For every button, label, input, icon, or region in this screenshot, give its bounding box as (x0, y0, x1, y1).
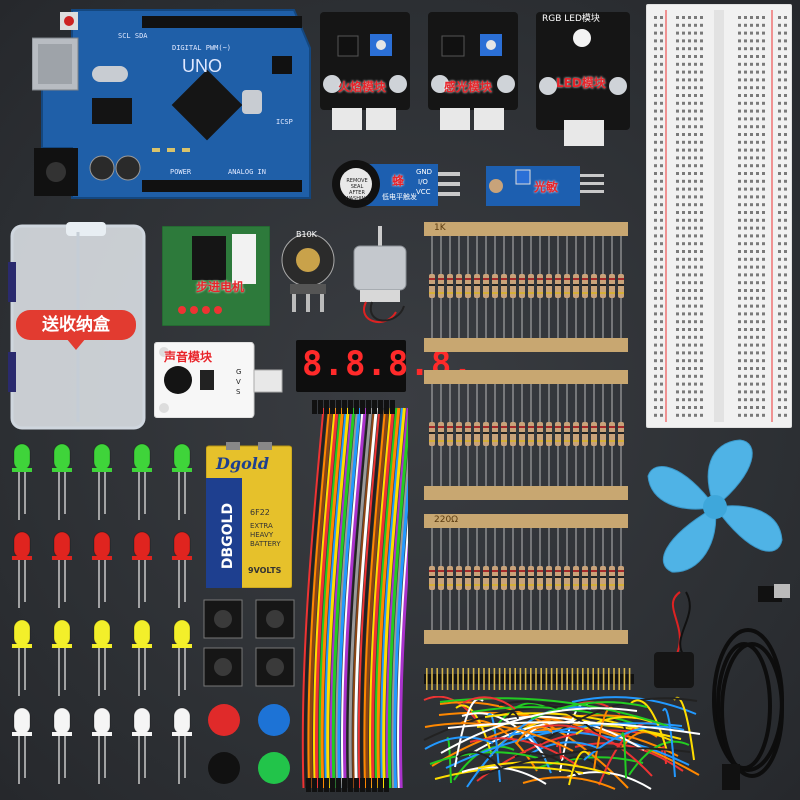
led-red (170, 528, 194, 612)
sound-pin-v: V (236, 378, 241, 386)
led-red (10, 528, 34, 612)
board-name: UNO (182, 56, 222, 76)
led-red (130, 528, 154, 612)
led-yellow (130, 616, 154, 700)
buzzer-pin-gnd: GND (416, 168, 433, 176)
board-silk-digital: DIGITAL PWM(~) (172, 44, 232, 52)
flame-sensor-module: 火焰模块 (320, 12, 410, 130)
arduino-uno-board: DIGITAL PWM(~) UNO POWER ANALOG IN ICSP … (31, 8, 312, 208)
rgb-module-label: LED模块 (556, 76, 606, 90)
buzzer-sticker: REMOVE SEAL AFTER WASHING (344, 178, 370, 202)
flame-module-label: 火焰模块 (338, 80, 387, 94)
buzzer-sub: 低电平触发 (382, 193, 417, 201)
led-green (170, 440, 194, 524)
battery-logo: Dgold (216, 454, 269, 473)
stepper-label: 步进电机 (196, 280, 245, 294)
pin-header-strip (424, 666, 634, 692)
case-label-badge: 送收纳盒 (16, 310, 136, 340)
led-grid (6, 440, 202, 796)
resistor-strip-3: 220Ω (424, 514, 628, 644)
case-label: 送收纳盒 (42, 315, 110, 335)
led-green (10, 440, 34, 524)
seven-segment-display: 8.8.8.8. (296, 340, 473, 392)
storage-case: 送收纳盒 (8, 222, 148, 432)
led-green (90, 440, 114, 524)
dupont-wire-bundle (298, 398, 423, 796)
propeller-fan-icon (640, 432, 790, 582)
buzzer-label: 蜂 (392, 174, 405, 188)
led-white (130, 704, 154, 788)
potentiometer: B10K (276, 226, 340, 316)
led-green (50, 440, 74, 524)
led-yellow (50, 616, 74, 700)
led-red (50, 528, 74, 612)
push-buttons (200, 596, 300, 796)
resistor-strip-3-label: 220Ω (434, 515, 459, 525)
buzzer-pin-io: I/O (418, 178, 428, 186)
usb-cable (700, 580, 796, 796)
battery-brand: DBGOLD (220, 502, 236, 570)
light-sensor-module: 感光模块 (428, 12, 518, 130)
led-yellow (90, 616, 114, 700)
resistor-strip-1-label: 1K (434, 223, 446, 233)
led-red (90, 528, 114, 612)
led-white (170, 704, 194, 788)
resistor-strip-2 (424, 370, 628, 500)
board-silk-scl: SCL SDA (118, 32, 148, 40)
stepper-driver-board: 步进电机 (161, 225, 271, 327)
sound-sensor-module: 声音模块 G V S (153, 341, 284, 419)
battery-model: 6F22 (250, 508, 270, 517)
resistor-strip-1: 1K (424, 222, 628, 352)
battery-spec-2: HEAVY (250, 531, 274, 539)
sound-pin-s: S (236, 388, 241, 396)
rgb-module-title: RGB LED模块 (542, 14, 600, 24)
battery-snap-icon (640, 586, 704, 706)
sound-pin-g: G (236, 368, 242, 376)
photo-module-label: 光敏 (534, 180, 559, 194)
led-white (50, 704, 74, 788)
buzzer-module: REMOVE SEAL AFTER WASHING 蜂 低电平触发 GND I/… (328, 156, 462, 212)
jumper-wire-pile (420, 695, 710, 796)
sound-module-label: 声音模块 (164, 350, 213, 364)
battery-spec-3: BATTERY (250, 540, 281, 548)
led-yellow (10, 616, 34, 700)
battery-9v: Dgold DBGOLD 6F22 EXTRA HEAVY BATTERY 9V… (205, 442, 293, 589)
dc-motor (346, 226, 416, 330)
led-white (90, 704, 114, 788)
battery-spec-1: EXTRA (250, 522, 273, 530)
board-silk-analog: ANALOG IN (228, 168, 266, 176)
led-green (130, 440, 154, 524)
battery-voltage: 9VOLTS (248, 566, 282, 575)
led-yellow (170, 616, 194, 700)
breadboard (645, 3, 793, 429)
board-silk-icsp: ICSP (276, 118, 293, 126)
buzzer-pin-vcc: VCC (416, 188, 431, 196)
pot-label: B10K (296, 230, 317, 239)
led-white (10, 704, 34, 788)
rgb-led-module: RGB LED模块 LED模块 (536, 8, 630, 148)
board-silk-power: POWER (170, 168, 192, 176)
light-module-label: 感光模块 (444, 80, 493, 94)
photoresistor-module: 光敏 (486, 164, 606, 208)
